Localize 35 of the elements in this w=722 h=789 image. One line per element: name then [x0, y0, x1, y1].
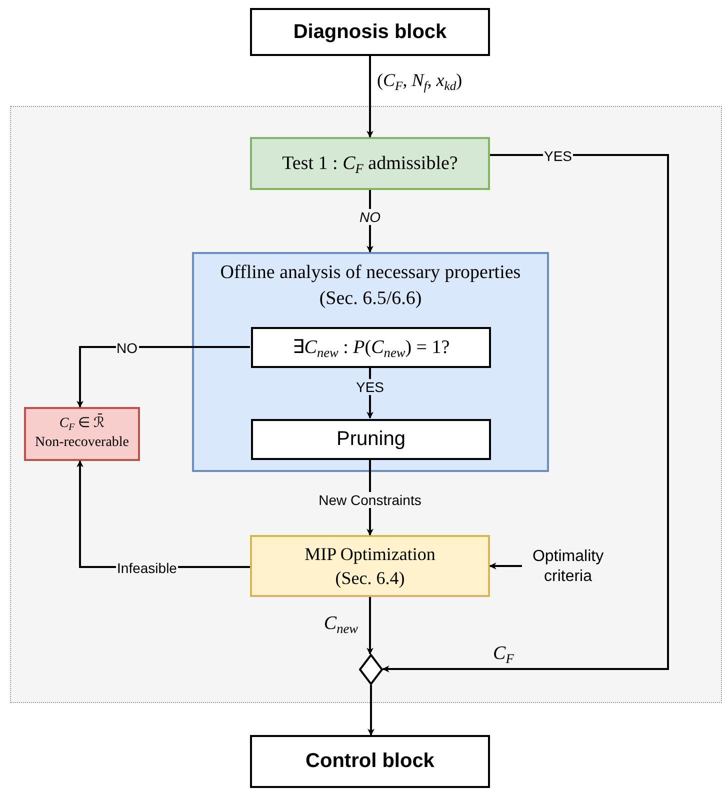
arrow — [76, 346, 250, 408]
group-box — [192, 252, 549, 472]
process-box — [250, 735, 490, 788]
edge-label: Infeasible — [116, 560, 178, 576]
edge-label: YES — [542, 148, 573, 164]
edge-label: NO — [358, 209, 382, 225]
node-text: Non-recoverable — [34, 434, 130, 452]
node-text: ∃C$_{new}$ : P(C$_{new}$) = 1? — [292, 336, 450, 360]
arrow — [366, 56, 374, 138]
edge-label: YES — [354, 379, 385, 395]
arrow — [489, 562, 522, 570]
node-text: MIP Optimization (Sec. 6.4) — [304, 542, 436, 590]
edge-label: C$_{new}$ — [322, 614, 359, 634]
node-text: C$_{F}$ ∈ ℛ̄ — [59, 415, 105, 434]
terminal-box — [24, 407, 140, 461]
node-text: Offline analysis of necessary properties (Sec. 6.5/6.6) — [219, 261, 522, 311]
process-box — [251, 419, 491, 460]
decision-box — [250, 137, 490, 190]
arrow — [366, 190, 374, 253]
decision-box — [251, 327, 491, 368]
arrow — [366, 597, 374, 655]
node-text: Diagnosis block — [293, 20, 447, 44]
input-label: Optimality criteria — [531, 547, 605, 587]
process-box — [250, 535, 490, 597]
signal-label: C$_{F}$ — [492, 644, 515, 664]
node-text: Test 1 : C$_{F}$ admissible? — [282, 152, 458, 176]
edge-label: NO — [116, 340, 138, 356]
arrow — [382, 154, 669, 672]
merge-diamond — [359, 654, 383, 685]
arrow — [368, 685, 374, 736]
panel-background — [10, 106, 722, 703]
node-text: Control block — [306, 749, 434, 774]
edge-label: New Constraints — [318, 492, 422, 508]
node-text: Pruning — [336, 427, 406, 452]
process-box — [250, 8, 490, 56]
